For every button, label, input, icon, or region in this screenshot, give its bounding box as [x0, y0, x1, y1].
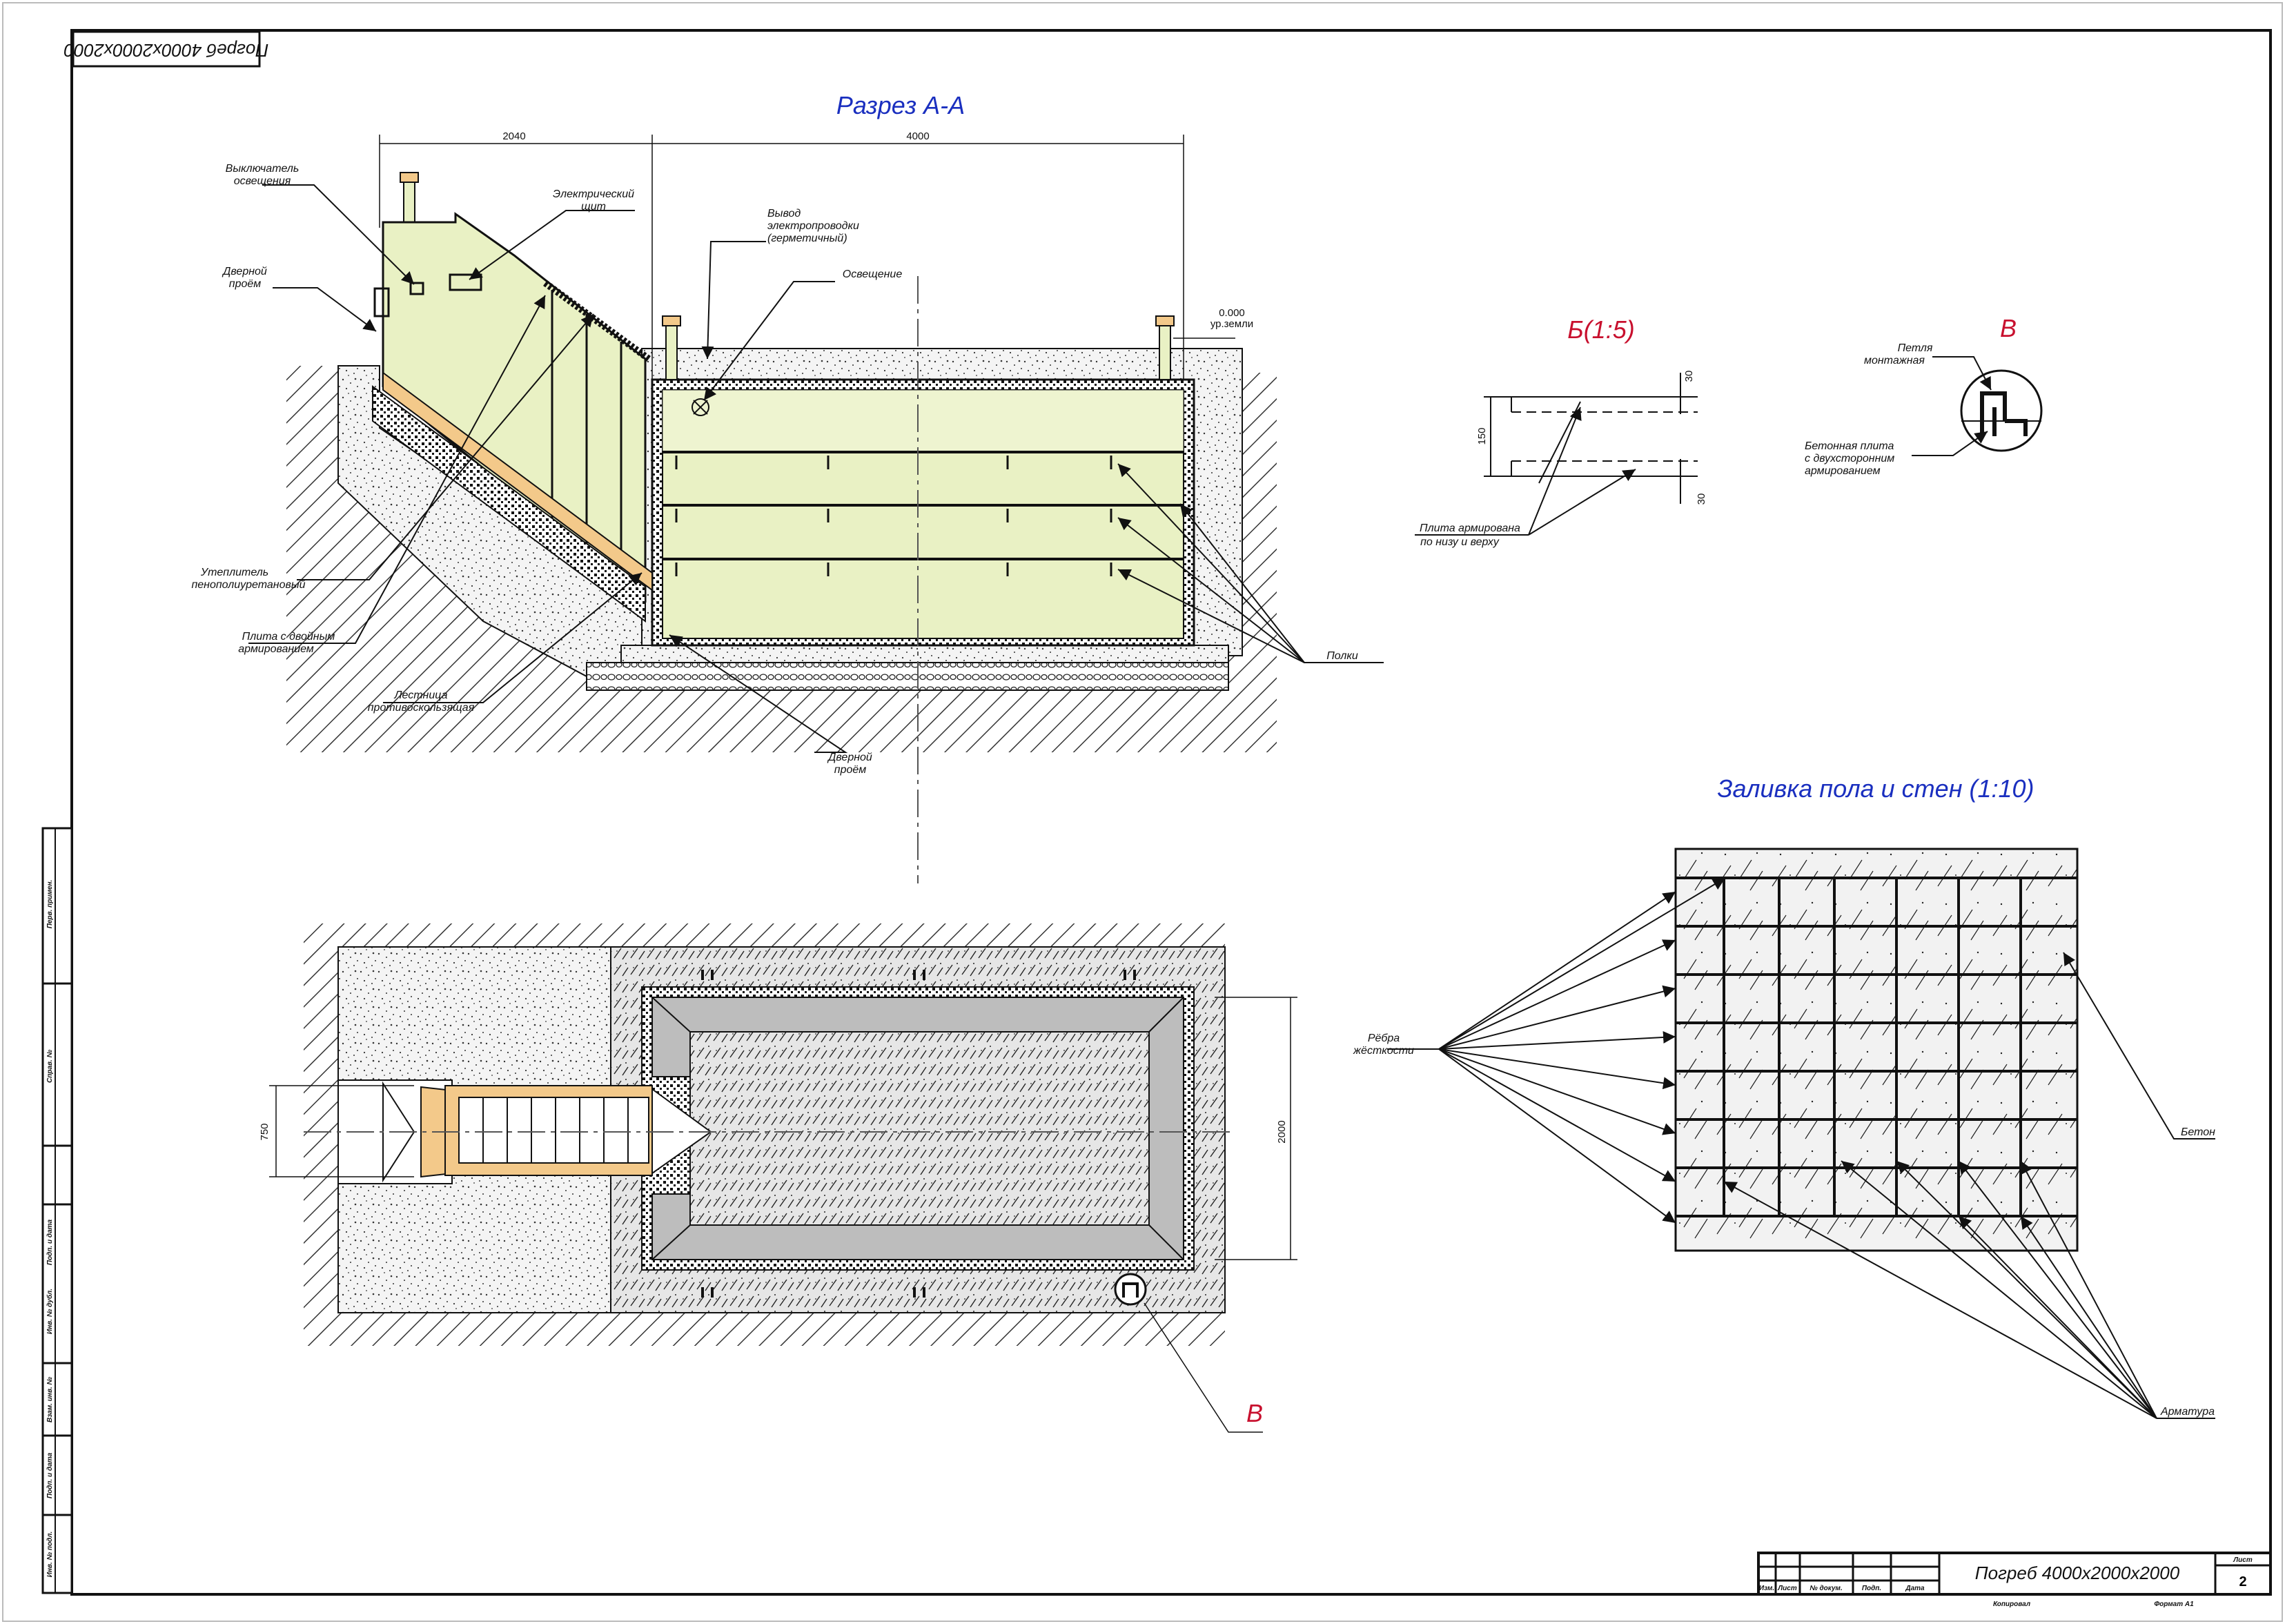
title-col-1: Изм. — [1759, 1585, 1774, 1592]
stair-slab — [382, 371, 653, 591]
label-wiring-1: Вывод — [767, 208, 801, 219]
pour-ribs-1: Рёбра — [1368, 1033, 1400, 1044]
title-col-3: № докум. — [1810, 1585, 1842, 1592]
plan-view: 750 2000 В — [259, 923, 1297, 1433]
side-stamp-7: Инв. № подл. — [46, 1532, 54, 1577]
detail-b-label-1: Плита армирована — [1420, 522, 1520, 534]
dim-4000: 4000 — [906, 130, 929, 142]
side-stamp-2: Справ. № — [46, 1049, 54, 1083]
corner-stamp-text: Погреб 4000х2000х2000 — [63, 40, 268, 61]
section-a-a: Разрез А-А — [191, 91, 1384, 883]
corner-stamp: Погреб 4000х2000х2000 — [63, 30, 268, 68]
title-block: Погреб 4000х2000х2000 Лист 2 Изм. Лист №… — [1757, 1552, 2272, 1608]
dim-30-top: 30 — [1683, 371, 1695, 382]
label-panel-2: щит — [581, 201, 606, 213]
plan-callout-v: В — [1246, 1399, 1263, 1427]
label-lighting: Освещение — [843, 268, 903, 280]
rebar-grid — [1676, 877, 2077, 1217]
side-stamp-6: Подп. и дата — [46, 1452, 54, 1498]
dim-2040: 2040 — [502, 130, 525, 142]
level-value: 0.000 — [1219, 307, 1245, 319]
side-stamp-5: Взам. инв. № — [46, 1376, 54, 1422]
label-door-top-2: проём — [229, 278, 262, 290]
dim-lines — [379, 135, 1235, 380]
detail-v-slab-2: с двухсторонним — [1805, 453, 1894, 464]
label-wiring-3: (герметичный) — [767, 233, 847, 244]
detail-v-title: В — [2000, 314, 2017, 342]
label-switch-1: Выключатель — [226, 163, 300, 175]
drawing-frame — [70, 29, 2272, 1596]
dim-750: 750 — [259, 1123, 271, 1140]
pour-rebar-label: Арматура — [2160, 1406, 2215, 1418]
side-stamp-1: Перв. примен. — [46, 880, 54, 929]
side-stamp: Перв. примен. Справ. № Подп. и дата Инв.… — [41, 827, 73, 1594]
detail-v-loop-2: монтажная — [1864, 355, 1925, 366]
vent-pipes — [400, 172, 1175, 380]
title-block-name: Погреб 4000х2000х2000 — [1975, 1563, 2180, 1583]
shelves — [663, 451, 1184, 576]
side-stamp-3: Подп. и дата — [46, 1219, 54, 1265]
level-label: ур.земли — [1210, 318, 1253, 330]
detail-v-loop-1: Петля — [1898, 342, 1933, 354]
label-ladder-1: Лестница — [394, 689, 448, 701]
detail-v-slab-1: Бетонная плита — [1805, 440, 1894, 452]
label-door-top-1: Дверной — [222, 266, 267, 277]
label-panel-1: Электрический — [553, 188, 634, 200]
title-block-format: Формат А1 — [2154, 1601, 2194, 1608]
label-shelves: Полки — [1326, 650, 1358, 662]
title-col-2: Лист — [1777, 1585, 1797, 1592]
label-wiring-2: электропроводки — [767, 220, 859, 232]
title-block-sheet-label: Лист — [2233, 1556, 2253, 1564]
title-block-sheet-no: 2 — [2239, 1574, 2246, 1589]
dim-30-bottom: 30 — [1696, 493, 1707, 505]
pour-concrete-label: Бетон — [2181, 1126, 2215, 1138]
label-slab-2: армированием — [238, 643, 314, 655]
title-col-4: Подп. — [1862, 1585, 1881, 1592]
title-block-copied: Копировал — [1993, 1601, 2031, 1608]
detail-b-title: Б(1:5) — [1567, 315, 1634, 344]
title-col-5: Дата — [1905, 1585, 1925, 1592]
label-insulation-2: пенополиуретановый — [191, 579, 305, 591]
dim-150: 150 — [1476, 427, 1488, 444]
label-ladder-2: противоскользящая — [368, 702, 475, 714]
detail-v: В Петля монтажная Бетонная плита с двухс… — [1805, 314, 2043, 477]
detail-b-label-2: по низу и верху — [1420, 536, 1500, 548]
side-stamp-4: Инв. № дубл. — [46, 1289, 54, 1334]
label-switch-2: освещения — [234, 175, 291, 187]
pour-title: Заливка пола и стен (1:10) — [1717, 774, 2034, 803]
section-title: Разрез А-А — [836, 91, 965, 119]
dim-2000: 2000 — [1276, 1120, 1288, 1143]
pour-ribs-2: жёсткости — [1353, 1045, 1414, 1057]
detail-b: Б(1:5) 150 30 30 Плита армирована по низ… — [1415, 315, 1707, 548]
label-door-bottom-2: проём — [834, 764, 867, 776]
label-door-bottom-1: Дверной — [827, 752, 872, 763]
pour-detail: Заливка пола и стен (1:10) — [1353, 774, 2215, 1419]
label-insulation-1: Утеплитель — [200, 567, 268, 578]
label-slab-1: Плита с двойным — [242, 631, 335, 643]
detail-v-slab-3: армированием — [1805, 465, 1881, 477]
